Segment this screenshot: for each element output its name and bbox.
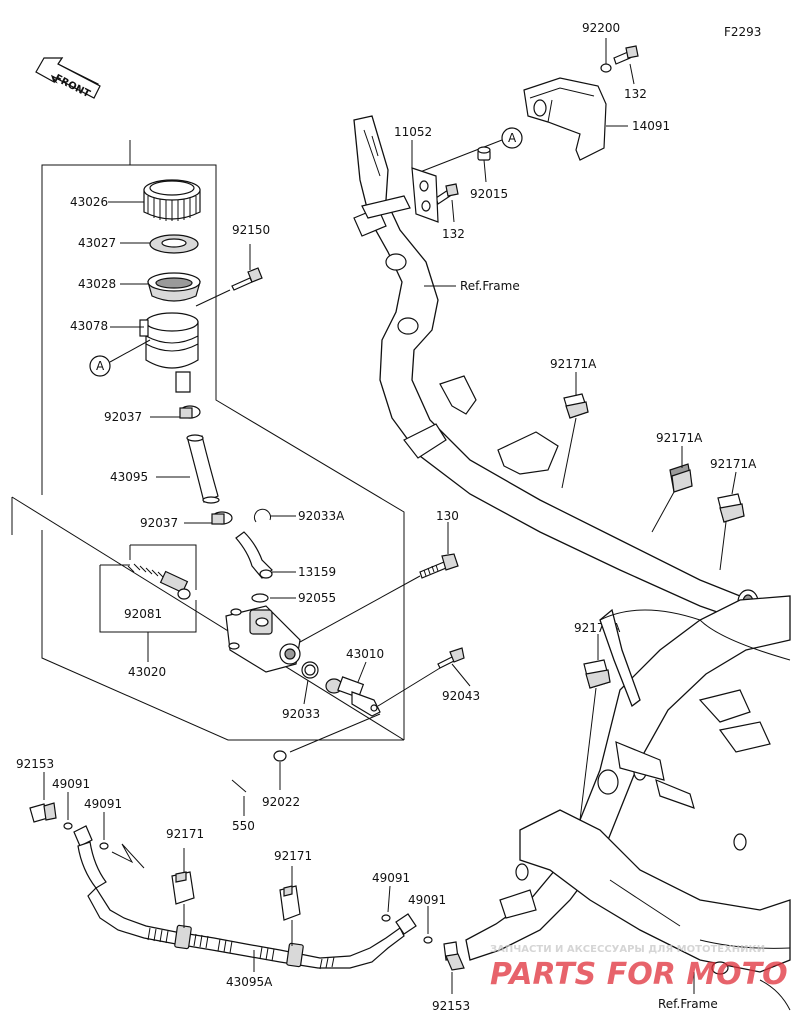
callout-43027: 43027 <box>78 236 116 250</box>
callout-130: 130 <box>436 509 459 523</box>
washer-92022 <box>273 750 287 762</box>
frame-upper <box>353 115 781 635</box>
reservoir-cap-43026 <box>143 179 201 221</box>
callout-92037-lower: 92037 <box>140 516 178 530</box>
assembly-brackets <box>11 140 405 741</box>
callout-92055: 92055 <box>298 591 336 605</box>
callout-92153-left: 92153 <box>16 757 54 771</box>
callout-13159: 13159 <box>298 565 336 579</box>
callout-ref-frame-top: Ref.Frame <box>460 279 520 293</box>
watermark-line1: ЗАПЧАСТИ И АКСЕССУАРЫ ДЛЯ МОТОТЕХНИКИ <box>490 944 765 955</box>
callout-49091-b: 49091 <box>84 797 122 811</box>
callout-92037-upper: 92037 <box>104 410 142 424</box>
master-cylinder-body <box>225 605 301 673</box>
front-direction-badge: FRONT <box>35 57 101 100</box>
diagram-code: F2293 <box>724 25 761 39</box>
circlip-92033 <box>301 661 319 679</box>
bolt-92150 <box>231 267 263 291</box>
callout-43028: 43028 <box>78 277 116 291</box>
callout-92153-right: 92153 <box>432 999 470 1013</box>
callout-43020: 43020 <box>128 665 166 679</box>
callout-43026: 43026 <box>70 195 108 209</box>
callout-132-top: 132 <box>624 87 647 101</box>
clamp-92171A-3 <box>717 493 745 523</box>
clamp-92171A-1 <box>563 393 589 419</box>
callout-14091: 14091 <box>632 119 670 133</box>
bolt-130 <box>419 553 459 579</box>
piston-spring-92081 <box>127 563 191 600</box>
hose-fitting-13159 <box>235 531 273 579</box>
callout-92171A-1: 92171A <box>550 357 597 371</box>
collar-92015 <box>477 146 491 161</box>
callout-11052: 11052 <box>394 125 432 139</box>
callout-92171A-3: 92171A <box>710 457 757 471</box>
o-ring-92055 <box>251 593 269 603</box>
diaphragm-plate-43027 <box>149 234 199 254</box>
cover-14091 <box>523 77 607 161</box>
callout-92150: 92150 <box>232 223 270 237</box>
hose-clamp-92037-upper <box>179 405 201 419</box>
circlip-92033A <box>253 508 271 523</box>
reference-marker-a-right <box>501 127 523 149</box>
reservoir-tank-43078 <box>139 312 199 393</box>
hose-clamp-92037-lower <box>211 511 233 525</box>
callout-92043: 92043 <box>442 689 480 703</box>
callout-92171A-2: 92171A <box>656 431 703 445</box>
callout-132-middle: 132 <box>442 227 465 241</box>
marker-a-left: A <box>96 359 105 373</box>
callout-92022: 92022 <box>262 795 300 809</box>
reservoir-hose-43095 <box>186 434 220 504</box>
watermark-line2: PARTS FOR MOTO <box>490 957 788 992</box>
callout-49091-a: 49091 <box>52 777 90 791</box>
clamp-92171-right <box>279 885 301 921</box>
callout-92015: 92015 <box>470 187 508 201</box>
callout-43078: 43078 <box>70 319 108 333</box>
callout-92081: 92081 <box>124 607 162 621</box>
clamp-92171A-2 <box>669 463 693 493</box>
cotter-pin-550 <box>231 779 247 793</box>
clamp-92171-left <box>171 871 195 905</box>
pin-92043 <box>437 647 465 669</box>
frame-lower <box>465 595 791 1011</box>
reference-marker-a-left <box>89 355 111 377</box>
brake-hose-43095A <box>29 802 465 971</box>
callout-92033: 92033 <box>282 707 320 721</box>
clamp-92171A-4 <box>583 659 611 689</box>
callout-43095: 43095 <box>110 470 148 484</box>
marker-a-right: A <box>508 131 517 145</box>
callout-ref-frame-bottom: Ref.Frame <box>658 997 718 1011</box>
callout-92171-left: 92171 <box>166 827 204 841</box>
bolt-132-middle <box>435 183 459 205</box>
bracket-11052 <box>411 167 439 223</box>
push-rod-43010 <box>325 676 381 717</box>
callout-92200: 92200 <box>582 21 620 35</box>
callout-49091-c: 49091 <box>372 871 410 885</box>
diaphragm-43028 <box>147 272 201 302</box>
callout-92171-right: 92171 <box>274 849 312 863</box>
callout-43010: 43010 <box>346 647 384 661</box>
callout-49091-d: 49091 <box>408 893 446 907</box>
watermark: ЗАПЧАСТИ И АКСЕССУАРЫ ДЛЯ МОТОТЕХНИКИ PA… <box>490 944 788 992</box>
callout-550: 550 <box>232 819 255 833</box>
callout-92033A: 92033A <box>298 509 345 523</box>
bolt-132-top <box>600 45 639 73</box>
callout-43095A: 43095A <box>226 975 273 989</box>
